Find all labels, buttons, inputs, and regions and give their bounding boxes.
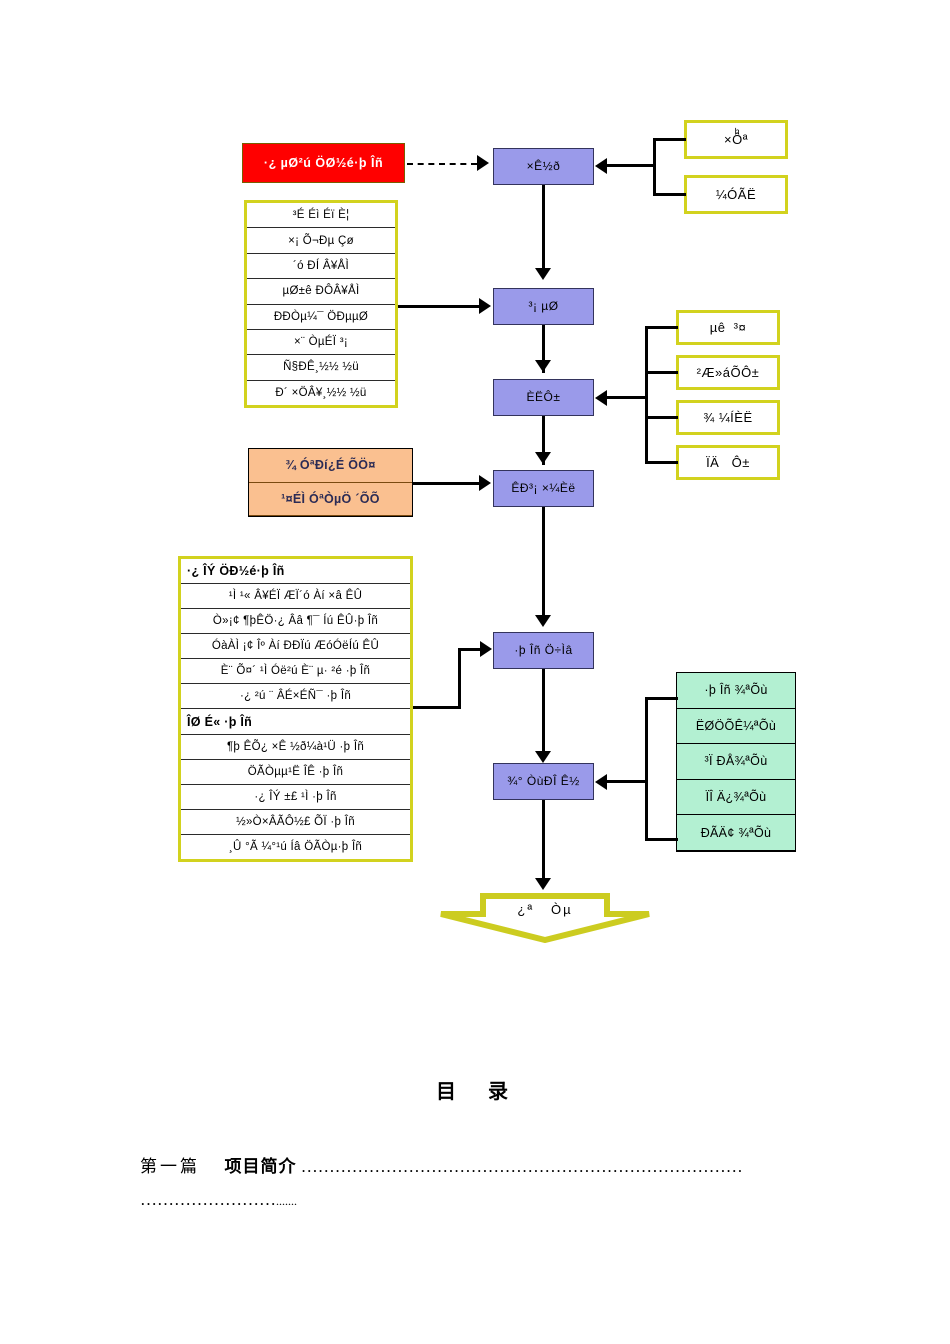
process-box-operating-mode[interactable]: ¾° ÒùÐÎ Ê½ (493, 763, 594, 800)
connector-site-options-to-site (398, 305, 480, 308)
site-options-table[interactable]: ³É Éì Éï È¦ ×¡ Õ¬Ðµ Çø ´ó ÐÍ Â¥ÅÌ µØ±ê Ð… (244, 200, 398, 408)
process-box-service-theme[interactable]: ·þ Îñ Ö÷Ìâ (493, 632, 594, 669)
connector-top-inputs-to-funding (607, 164, 655, 167)
license-row: ¾ ÓªÐí¿É ÕÖ¤ (249, 449, 412, 483)
input-box-franchise[interactable]: ¼ÓÃË (684, 175, 788, 214)
service-row: ·¿ ÎÝ ±£ ¹Ì ·þ Îñ (181, 785, 410, 810)
arrowhead-services-to-theme (480, 641, 492, 657)
arrowhead-operating-mode-to-outcome (535, 878, 551, 890)
connector-top-inputs-spine (653, 138, 656, 196)
connector-franchise-branch (653, 193, 686, 196)
connector-competition-top-branch (645, 697, 678, 700)
arrowhead-competition-to-operating-mode (595, 774, 607, 790)
license-row: ¹¤ÉÌ ÓªÒµÖ ´ÕÕ (249, 482, 412, 516)
connector-broker-branch (645, 416, 678, 419)
arrowhead-staff-to-market-entry (535, 452, 551, 464)
connector-competition-bottom-branch (645, 838, 678, 841)
arrowhead-license-to-market-entry (479, 475, 491, 491)
role-box-broker[interactable]: ¾ ¼ÍÈË (676, 400, 780, 435)
connector-competition-to-operating-mode (607, 780, 647, 783)
services-table[interactable]: ·¿ ÎÝ ÖÐ½é·þ Îñ ¹Ì ¹« Â¥ÉÏ ÆÏ´ó Àí ×â ÊÛ… (178, 556, 413, 862)
service-row: ¹Ì ¹« Â¥ÉÏ ÆÏ´ó Àí ×â ÊÛ (181, 584, 410, 610)
toc-entry-line1[interactable]: 第一篇 项目简介 …………………………………………………………………… (140, 1152, 743, 1177)
site-option-row: Ð´ ×ÖÂ¥¸½½ ½ü (275, 386, 367, 399)
toc-entry-line2: ……………………....... (140, 1190, 297, 1210)
service-row: ¸Û °Ã ¼°¹ú Íâ ÖÃÒµ·þ Îñ (228, 840, 363, 853)
arrowhead-funding-to-site (535, 268, 551, 280)
license-table[interactable]: ¾ ÓªÐí¿É ÕÖ¤ ¹¤ÉÌ ÓªÒµÖ ´ÕÕ (248, 448, 413, 517)
site-option-row: Ñ§ÐÊ¸½½ ½ü (247, 355, 395, 381)
connector-site-to-staff (542, 325, 545, 373)
outcome-chevron[interactable] (438, 893, 652, 944)
site-option-row: ´ó ÐÍ Â¥ÅÌ (247, 254, 395, 280)
connector-services-to-theme-seg1 (413, 706, 461, 709)
connector-clerk-branch (645, 461, 678, 464)
arrowhead-site-options-to-site (479, 298, 491, 314)
role-box-accountant[interactable]: ²Æ»áÕÔ± (676, 355, 780, 390)
outcome-label: ¿ª Òµ (517, 901, 573, 917)
role-box-store-manager[interactable]: µê ³¤ (676, 310, 780, 345)
connector-store-manager-branch (645, 326, 678, 329)
competition-row: ÐÃÄ¢ ¾ªÕù (677, 815, 795, 851)
process-box-site[interactable]: ³¡ µØ (493, 288, 594, 325)
service-row: ÖÃÒµµ¹Ë ÎÊ ·þ Îñ (181, 760, 410, 785)
competition-row: ³Ï ÐÅ¾ªÕù (677, 744, 795, 780)
process-box-staff[interactable]: ÈËÔ± (493, 379, 594, 416)
connector-service-theme-to-operating-mode (542, 669, 545, 759)
service-row: ·¿ ²ú ¨ ÂÉ×ÉÑ¯ ·þ Îñ (181, 684, 410, 710)
toc-title-label: 项目简介 (224, 1157, 297, 1176)
competition-table[interactable]: ·þ Îñ ¾ªÕù ËØÖÕÊ¼ªÕù ³Ï ÐÅ¾ªÕù ÏÎ Ä¿¾ªÕù… (676, 672, 796, 852)
arrowhead-market-entry-to-service-theme (535, 615, 551, 627)
competition-row: ËØÖÕÊ¼ªÕù (677, 708, 795, 745)
site-option-row: ×¨ ÒµÉÏ ³¡ (247, 330, 395, 356)
connector-roles-to-staff (607, 396, 647, 399)
connector-staff-to-market-entry (542, 416, 545, 465)
page-title: 目 录 (436, 1081, 514, 1103)
site-option-row: ×¡ Õ¬Ðµ Çø (247, 228, 395, 254)
site-option-row: µØ±ê ÐÔÂ¥ÅÌ (247, 279, 395, 305)
connector-competition-spine (645, 697, 648, 841)
toc-leader-dots-continued: …………………… (140, 1190, 276, 1209)
connector-accountant-branch (645, 371, 678, 374)
connector-market-entry-to-service-theme (542, 507, 545, 618)
role-box-clerk[interactable]: ÏÄ Ô± (676, 445, 780, 480)
arrowhead-top-inputs-to-funding (595, 158, 607, 174)
process-box-funding[interactable]: ×Ê½ð (493, 148, 594, 185)
connector-services-to-theme-seg3 (458, 648, 482, 651)
site-option-row: ÐÐÒµ¼¯ ÖÐµµØ (247, 305, 395, 330)
connector-roles-spine (645, 326, 648, 464)
connector-funding-to-site (542, 185, 545, 270)
service-row: ¶þ ÊÕ¿ ×Ê ½ð¼à¹Ü ·þ Îñ (181, 735, 410, 760)
services-section-header-value-added: ÎØ É« ·þ Îñ (181, 709, 410, 735)
arrowhead-service-theme-to-operating-mode (535, 751, 551, 763)
connector-operating-mode-to-outcome (542, 800, 545, 885)
competition-row: ·þ Îñ ¾ªÕù (677, 673, 795, 709)
service-row: ½»Ò×ÂÃÔ½£ ÕÏ ·þ Îñ (181, 810, 410, 835)
toc-leader-dots: …………………………………………………………………… (300, 1157, 743, 1176)
toc-chapter-label: 第一篇 (140, 1157, 200, 1176)
arrowhead-alert-to-funding (477, 155, 489, 171)
alert-box[interactable]: ·¿ µØ²ú ÖØ½é·þ Îñ (242, 143, 405, 183)
arrowhead-roles-to-staff (595, 390, 607, 406)
connector-services-to-theme-seg2 (458, 648, 461, 709)
service-row: È¨ Õ¤´ ¹Ì Óë²ú È¨ µ· ²é ·þ Îñ (181, 659, 410, 685)
toc-leader-dots-tail: ....... (276, 1194, 297, 1208)
service-row: Ò»¡¢ ¶þÊÖ·¿ Ââ ¶¯ Íú ÊÛ·þ Îñ (181, 609, 410, 635)
connector-license-to-market-entry (413, 482, 480, 485)
arrowhead-site-to-staff (535, 360, 551, 372)
outcome-chevron-shape (440, 893, 650, 944)
competition-row: ÏÎ Ä¿¾ªÕù (677, 779, 795, 816)
input-box-self-operate[interactable]: ×Ôͪª (684, 120, 788, 159)
connector-self-operate-branch (653, 138, 686, 141)
services-section-header-brokerage: ·¿ ÎÝ ÖÐ½é·þ Îñ (181, 559, 410, 585)
site-option-row: ³É Éì Éï È¦ (247, 203, 395, 229)
service-row: ÓàÀÌ ¡¢ Îº Àí ÐÐÏú ÆóÓëÍú ÊÛ (181, 634, 410, 660)
process-box-market-entry[interactable]: ÊÐ³¡ ×¼Èë (493, 470, 594, 507)
connector-alert-to-funding (407, 163, 477, 165)
